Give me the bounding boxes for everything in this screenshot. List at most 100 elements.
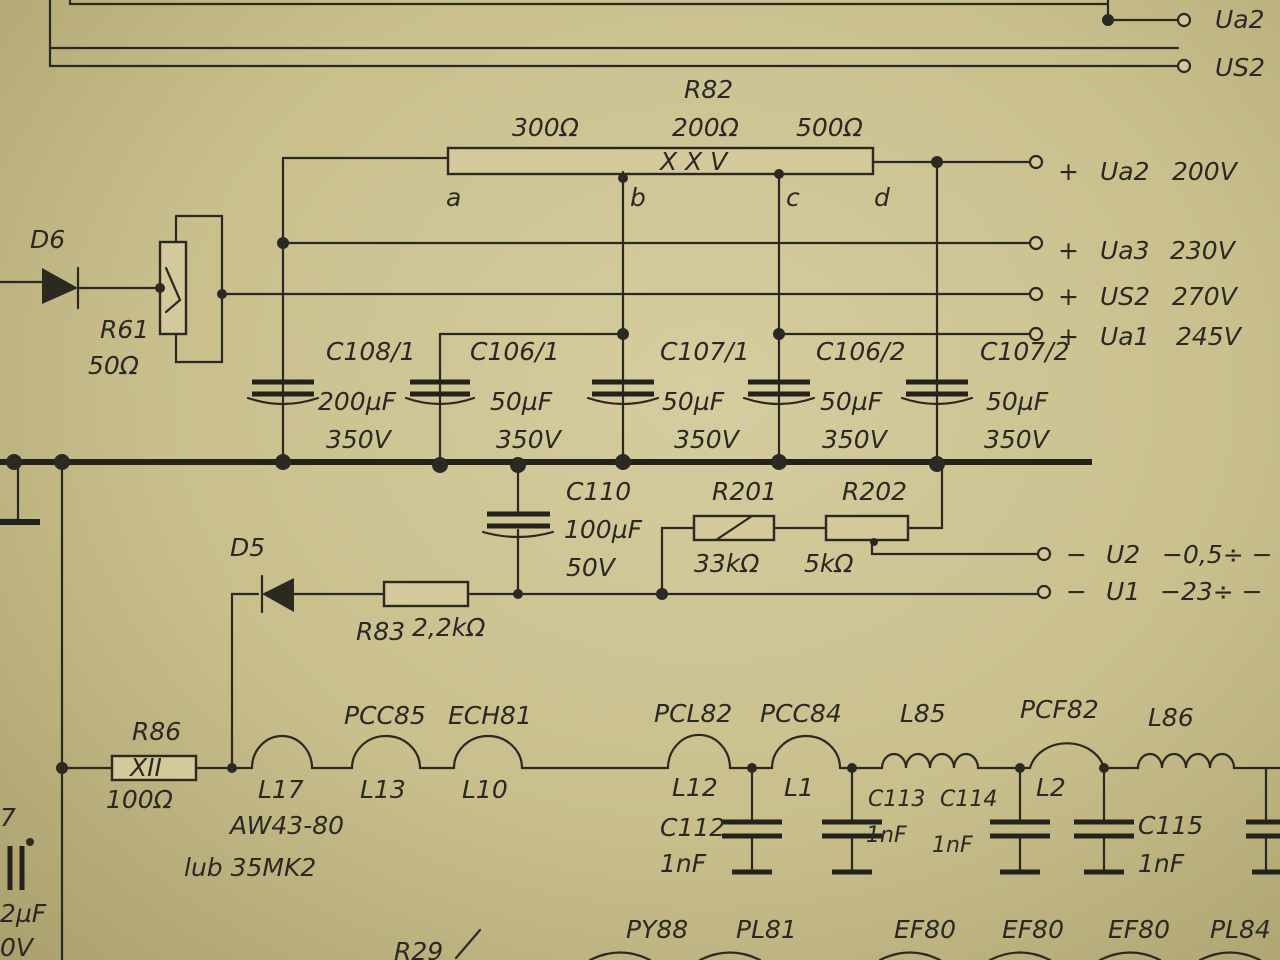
tap-a: a: [446, 183, 461, 212]
tube-py88: PY88: [626, 915, 688, 944]
c107-1-name: C107/1: [660, 337, 750, 366]
r82-body: [446, 146, 875, 176]
diode-d5-symbol: [262, 578, 294, 612]
tube-ech81: ECH81: [448, 701, 532, 730]
r202-label: R202: [842, 477, 907, 506]
c108-1-value: 200µF: [318, 387, 397, 416]
coil-l10: L10: [462, 775, 508, 804]
c115-name: C115: [1138, 811, 1203, 840]
c107-2-rating: 350V: [984, 425, 1051, 454]
r61-value: 50Ω: [88, 351, 139, 380]
tube-ef80-1: EF80: [894, 915, 956, 944]
resistor-chain-r82: R82 300Ω 200Ω 500Ω X X V a b c d: [281, 75, 1032, 465]
output-ua1-name: Ua1: [1100, 322, 1150, 351]
output-ua2-name: Ua2: [1100, 157, 1150, 186]
c114-name: C114: [940, 787, 997, 812]
c106-2-rating: 350V: [822, 425, 889, 454]
coil-l2: L2: [1036, 773, 1066, 802]
r61-body: [158, 240, 188, 336]
output-ua2-voltage: 200V: [1172, 157, 1239, 186]
coil-l17: L17: [258, 775, 304, 804]
r201-label: R201: [712, 477, 777, 506]
r202-body: [824, 514, 910, 542]
terminal-u2: [1036, 546, 1052, 562]
output-u2-voltage: −0,5÷ −: [1162, 540, 1273, 569]
coil-l13: L13: [360, 775, 406, 804]
output-ua3-sign: +: [1058, 236, 1079, 265]
inductor-l86: L86: [1148, 703, 1194, 732]
r83-value: 2,2kΩ: [412, 613, 485, 642]
inductor-l85: L85: [900, 699, 946, 728]
left-number: 7: [0, 803, 16, 832]
rail-label-ua2: Ua2: [1215, 5, 1265, 34]
tube-ef80-3: EF80: [1108, 915, 1170, 944]
r86-markings: XII: [128, 753, 162, 782]
output-u2-name: U2: [1106, 540, 1140, 569]
output-u1-sign: −: [1066, 577, 1087, 606]
output-ua1-voltage: 245V: [1176, 322, 1243, 351]
c113-value: 1nF: [866, 823, 907, 848]
terminal-u1: [1036, 584, 1052, 600]
c108-1-rating: 350V: [326, 425, 393, 454]
output-u2-sign: −: [1066, 540, 1087, 569]
r83-body: [382, 580, 470, 608]
c106-1-name: C106/1: [470, 337, 560, 366]
c115-value: 1nF: [1138, 849, 1185, 878]
c112-value: 1nF: [660, 849, 707, 878]
rectifier-input: D6 R61 50Ω: [0, 214, 227, 380]
c106-1-value: 50µF: [490, 387, 553, 416]
heater-chain: XII R86 100Ω PCC85 ECH81 PCL82 PCC84 PCF…: [56, 695, 1280, 882]
r86-label: R86: [132, 717, 181, 746]
output-terminals: + Ua2 200V + Ua3 230V + US2 270V + Ua1 2…: [1028, 154, 1273, 606]
c112-name: C112: [660, 813, 725, 842]
r61-label: R61: [100, 315, 149, 344]
tube-pl84: PL84: [1210, 915, 1271, 944]
output-us2-voltage: 270V: [1172, 282, 1239, 311]
top-rails: Ua2 US2: [48, 0, 1265, 82]
tube-pcc85: PCC85: [344, 701, 426, 730]
tube-pcl82: PCL82: [654, 699, 732, 728]
terminal-us2-top: [1176, 58, 1192, 74]
r202-value: 5kΩ: [804, 549, 854, 578]
left-voltage: 0V: [0, 933, 35, 960]
r82-section-2: 200Ω: [672, 113, 739, 142]
output-ua3-name: Ua3: [1100, 236, 1150, 265]
output-ua1-sign: +: [1058, 322, 1079, 351]
left-partial-components: 7 2µF 0V: [0, 803, 47, 960]
c110-name: C110: [566, 477, 631, 506]
tap-c: c: [786, 183, 800, 212]
r29-label: R29: [394, 937, 443, 960]
left-cap-value: 2µF: [0, 899, 47, 928]
terminal-us2: [1028, 286, 1044, 302]
bottom-tubes: PY88 PL81 EF80 EF80 EF80 PL84 R29: [394, 915, 1271, 960]
tap-b: b: [630, 183, 646, 212]
c108-1-name: C108/1: [326, 337, 416, 366]
output-ua2-sign: +: [1058, 157, 1079, 186]
output-ua3-voltage: 230V: [1170, 236, 1237, 265]
tap-d: d: [874, 183, 890, 212]
coil-l12: L12: [672, 773, 718, 802]
coil-l1: L1: [784, 773, 814, 802]
terminal-ua2: [1028, 154, 1044, 170]
c106-1-rating: 350V: [496, 425, 563, 454]
output-u1-name: U1: [1106, 577, 1140, 606]
tube-pcf82: PCF82: [1020, 695, 1099, 724]
r86-value: 100Ω: [106, 785, 173, 814]
c107-2-name: C107/2: [980, 337, 1070, 366]
bias-supply: C110 100µF 50V D5 R83 2,2kΩ R201 33kΩ R2…: [230, 462, 1040, 770]
diode-d5-label: D5: [230, 533, 265, 562]
c106-2-name: C106/2: [816, 337, 906, 366]
c113-name: C113: [868, 787, 925, 812]
c110-value: 100µF: [564, 515, 643, 544]
ground-bus: [0, 454, 1092, 960]
crt-type: AW43-80: [228, 811, 344, 840]
output-us2-name: US2: [1100, 282, 1150, 311]
r82-label: R82: [684, 75, 733, 104]
c106-2-value: 50µF: [820, 387, 883, 416]
tube-pcc84: PCC84: [760, 699, 842, 728]
c114-value: 1nF: [932, 833, 973, 858]
r86-body: [110, 754, 198, 782]
r82-markings: X X V: [658, 147, 729, 176]
c107-1-rating: 350V: [674, 425, 741, 454]
